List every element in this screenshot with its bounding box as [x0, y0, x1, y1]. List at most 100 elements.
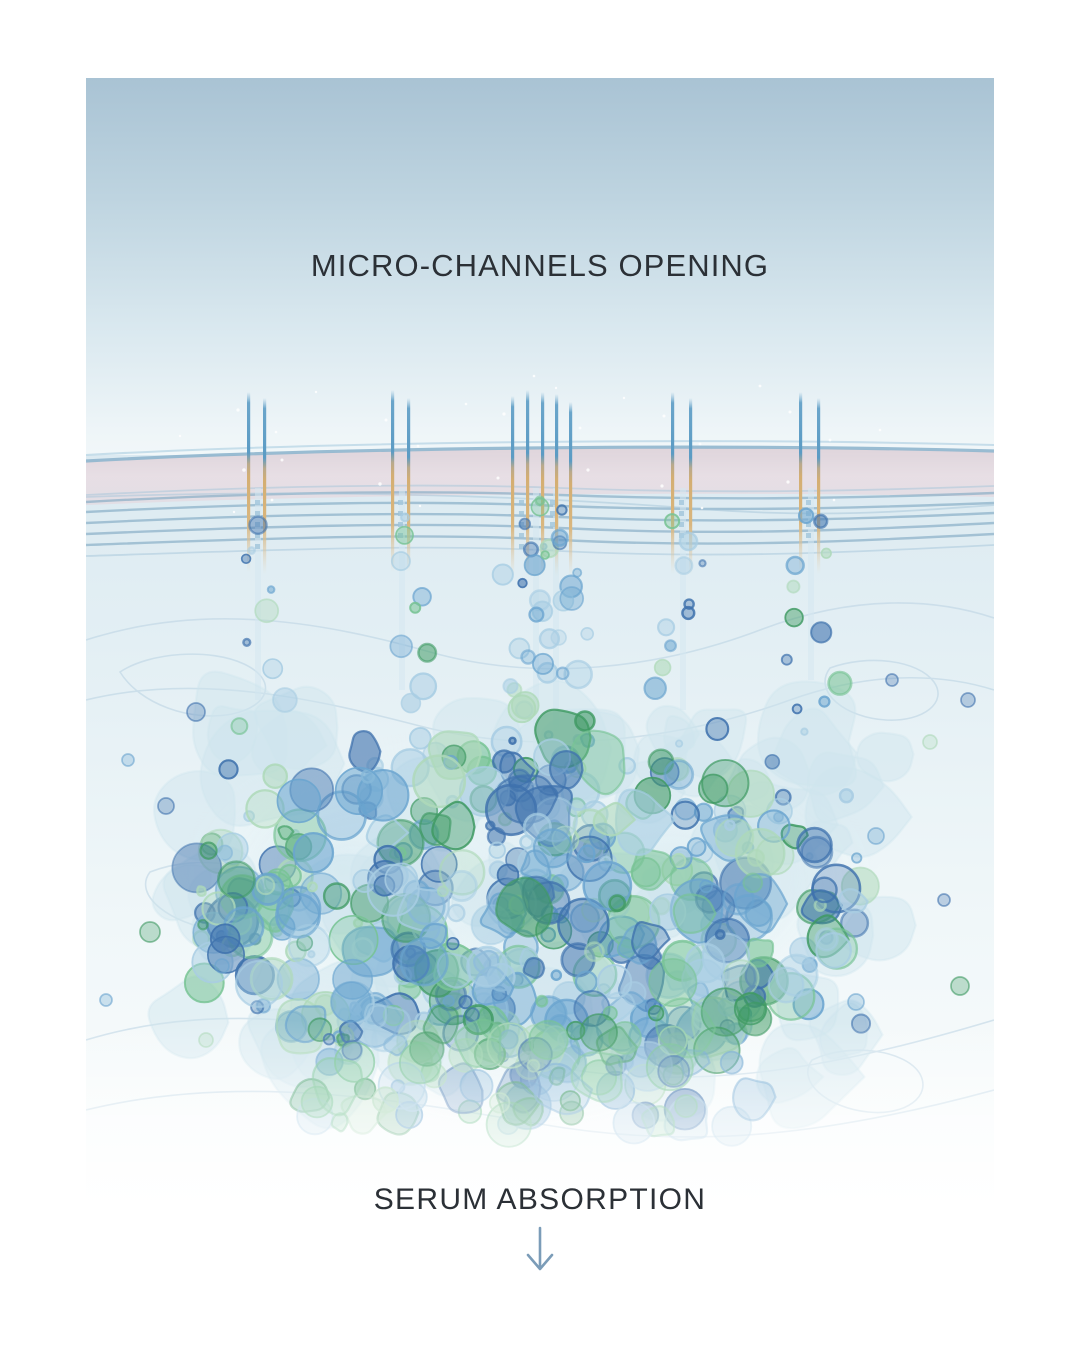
serum-particle: [780, 653, 793, 666]
serum-particle: [508, 736, 517, 746]
serum-particle: [786, 579, 801, 594]
serum-blob: [838, 888, 869, 914]
serum-particle: [550, 969, 563, 982]
serum-particle: [550, 528, 569, 547]
serum-particle: [412, 587, 432, 607]
panel-content: [86, 78, 994, 1208]
serum-particle: [583, 941, 605, 963]
serum-particle: [446, 936, 460, 951]
serum-particle: [784, 607, 804, 628]
serum-particle: [724, 819, 736, 832]
serum-particle: [322, 882, 351, 910]
serum-particle: [458, 765, 510, 818]
serum-particle: [520, 649, 536, 665]
page-title: MICRO-CHANNELS OPENING: [310, 248, 770, 283]
serum-particle: [811, 876, 838, 904]
serum-particle: [197, 918, 209, 931]
serum-particle: [767, 966, 805, 1004]
serum-particle: [839, 908, 870, 938]
serum-particle: [199, 841, 218, 860]
serum-particle: [266, 585, 276, 594]
serum-particle: [502, 678, 519, 695]
serum-particle: [248, 515, 268, 535]
serum-blob: [804, 765, 913, 859]
serum-particle: [400, 692, 422, 714]
serum-particle: [436, 885, 449, 898]
serum-particle: [698, 559, 707, 568]
serum-blob: [520, 849, 552, 883]
microneedle-array: [247, 390, 821, 576]
serum-particle: [746, 848, 766, 867]
serum-particle: [254, 598, 280, 624]
needle-group-1: [247, 392, 267, 574]
serum-particle: [818, 695, 831, 708]
serum-blob: [807, 751, 885, 823]
serum-particle: [186, 702, 206, 722]
serum-particle: [608, 894, 627, 913]
serum-particle: [445, 869, 478, 903]
serum-particle: [121, 753, 135, 767]
serum-particle: [157, 797, 175, 815]
serum-particle: [466, 945, 509, 988]
serum-particle: [764, 753, 781, 770]
serum-particle: [488, 841, 506, 859]
serum-particle: [400, 512, 410, 523]
serum-particle: [664, 513, 681, 530]
serum-particle: [814, 927, 839, 952]
serum-particle: [522, 812, 552, 842]
serum-blob: [855, 731, 915, 783]
serum-particle: [705, 717, 730, 741]
serum-particle: [535, 994, 549, 1008]
serum-particle: [234, 959, 284, 1009]
serum-particle: [960, 692, 976, 708]
serum-particle: [307, 950, 316, 959]
serum-particle: [563, 659, 593, 690]
serum-blob: [196, 885, 207, 897]
serum-particle: [678, 531, 699, 552]
serum-particle: [538, 628, 561, 650]
serum-particle: [491, 749, 517, 774]
serum-particle: [247, 546, 256, 555]
serum-particle: [255, 875, 276, 896]
serum-particle: [262, 763, 289, 790]
serum-particle: [885, 673, 899, 687]
serum-particle: [785, 555, 805, 576]
serum-blob: [662, 714, 696, 753]
serum-particle: [643, 676, 667, 701]
serum-particle: [518, 517, 532, 531]
needle-group-5: [799, 392, 821, 574]
serum-particle: [528, 606, 545, 623]
serum-blob: [250, 709, 328, 783]
serum-particle: [773, 811, 784, 823]
serum-blob: [576, 844, 596, 864]
serum-particle: [540, 550, 550, 560]
serum-blob: [277, 825, 295, 841]
serum-particle: [827, 670, 853, 696]
serum-particle: [390, 551, 411, 572]
serum-particle: [699, 879, 713, 894]
serum-particle: [657, 618, 676, 637]
serum-particle: [373, 844, 403, 875]
serum-blob: [631, 921, 671, 960]
serum-particle: [306, 881, 318, 893]
serum-particle-cluster: [99, 495, 976, 1148]
serum-particle: [820, 547, 832, 559]
serum-particle: [663, 639, 678, 653]
serum-particle: [275, 892, 321, 939]
serum-particle: [791, 703, 803, 715]
serum-particle: [630, 856, 662, 888]
serum-particle: [262, 658, 284, 680]
needle-group-3: [511, 390, 573, 576]
serum-particle: [596, 963, 633, 1000]
serum-blob: [733, 873, 789, 934]
serum-particle: [922, 734, 938, 750]
serum-particle: [532, 828, 573, 869]
serum-particle: [287, 923, 331, 968]
serum-particle: [442, 994, 455, 1008]
serum-particle: [681, 605, 696, 621]
serum-particle: [847, 993, 865, 1011]
serum-particle: [399, 937, 449, 987]
